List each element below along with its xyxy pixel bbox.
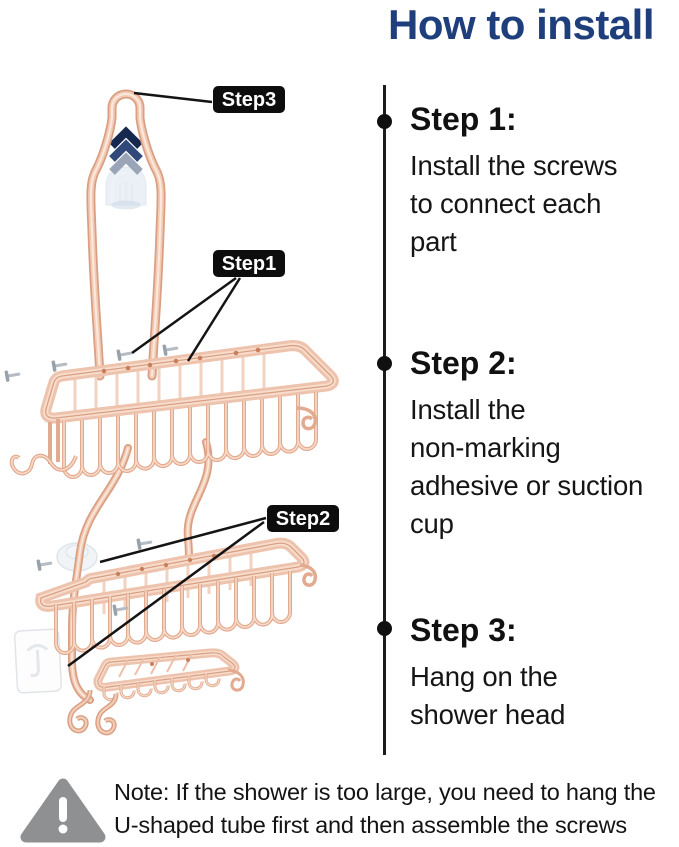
step3-label-text: Step3	[222, 89, 276, 111]
steps-divider-line	[383, 85, 386, 755]
top-basket	[9, 346, 334, 480]
step1-heading: Step 1:	[410, 101, 517, 137]
step1-label: Step1	[213, 250, 285, 277]
step1-label-text: Step1	[222, 253, 276, 275]
step3-label: Step3	[213, 86, 285, 113]
adhesive-pad	[13, 628, 63, 694]
step1-text-line: part	[410, 226, 457, 257]
step3-text-line: Hang on the	[410, 661, 558, 692]
warning-triangle-icon	[20, 778, 106, 843]
step1-text-line: to connect each	[410, 188, 602, 219]
screws	[4, 344, 179, 616]
step2-block: Step 2: Install the non-marking adhesive…	[410, 345, 678, 543]
step3-bullet	[377, 621, 392, 636]
caddy-illustration: Step3 Step1 Step2	[4, 86, 339, 780]
note-line: U-shaped tube first and then assemble th…	[114, 812, 627, 838]
middle-basket	[41, 543, 318, 656]
step2-bullet	[377, 356, 392, 371]
step2-label: Step2	[267, 505, 339, 532]
step2-heading: Step 2:	[410, 345, 517, 381]
note: Note: If the shower is too large, you ne…	[114, 776, 656, 842]
step2-label-text: Step2	[276, 508, 330, 530]
step2-text-line: adhesive or suction	[410, 470, 644, 501]
pointer-lines	[67, 91, 267, 668]
step1-block: Step 1: Install the screws to connect ea…	[410, 101, 678, 261]
soap-dish-tray	[70, 653, 245, 733]
step3-heading: Step 3:	[410, 612, 517, 648]
step2-text-line: cup	[410, 508, 454, 539]
step1-text-line: Install the screws	[410, 150, 618, 181]
step2-text-line: Install the	[410, 394, 526, 425]
up-chevrons-icon	[109, 126, 143, 175]
step3-block: Step 3: Hang on the shower head	[410, 612, 678, 734]
step2-text-line: non-marking	[410, 432, 561, 463]
step1-bullet	[377, 114, 392, 129]
page-title: How to install	[388, 1, 655, 48]
note-line: Note: If the shower is too large, you ne…	[114, 779, 656, 805]
step3-text-line: shower head	[410, 699, 566, 730]
ghost-shower-head-icon	[105, 166, 147, 210]
